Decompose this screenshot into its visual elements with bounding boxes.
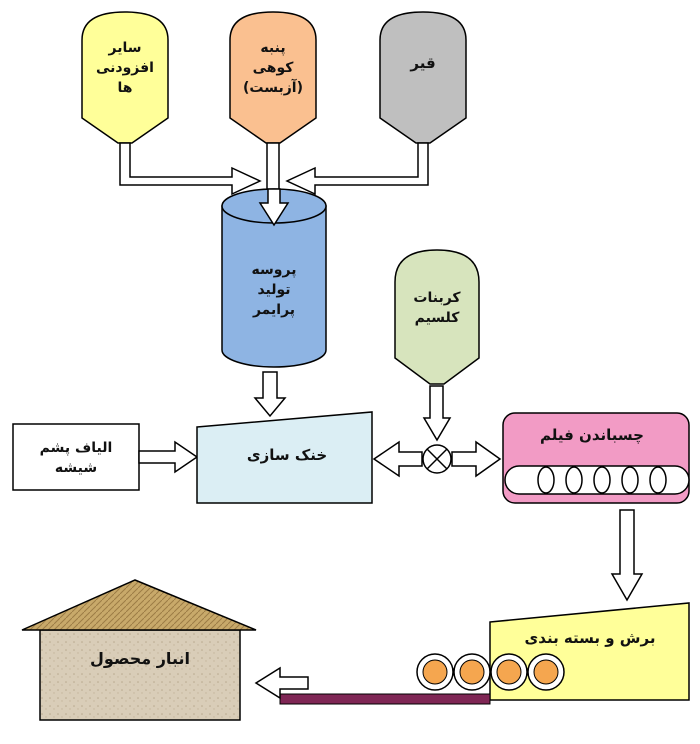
silo-additives-label-1: سایر xyxy=(108,40,142,56)
arrow-film-to-cutting xyxy=(610,509,644,602)
glass-fiber-label-2: شیشه xyxy=(55,460,97,476)
glass-fiber-box: الیاف پشم شیشه xyxy=(12,423,140,491)
production-label-1: پروسه xyxy=(252,262,297,278)
silo-calcium-label-1: کربنات xyxy=(413,290,461,306)
warehouse-wall xyxy=(39,629,241,721)
silo-bitumen-label: قیر xyxy=(409,54,435,72)
production-label-2: تولید xyxy=(257,282,290,298)
silo-asbestos: پنبه کوهی (آزبست) xyxy=(229,11,317,144)
silo-bitumen: قیر xyxy=(379,11,467,144)
glass-fiber-label-1: الیاف پشم xyxy=(40,440,113,456)
mixer-valve-icon xyxy=(422,444,452,474)
warehouse-roof xyxy=(21,579,257,631)
silo-additives: سایر افزودنی ها xyxy=(81,11,169,144)
film-lamination-unit: چسباندن فیلم xyxy=(502,412,690,504)
production-cylinder: پروسه تولید پرایمر xyxy=(221,188,327,368)
silo-additives-label-3: ها xyxy=(118,80,133,96)
silo-calcium-carbonate: کربنات کلسیم xyxy=(394,249,480,385)
silo-calcium-label-2: کلسیم xyxy=(415,310,461,326)
silo-asbestos-label-1: پنبه xyxy=(260,40,285,56)
arrow-bitumen-to-production xyxy=(285,142,429,196)
warehouse-label: انبار محصول xyxy=(90,649,190,668)
arrow-mixer-right xyxy=(451,440,502,478)
arrow-to-warehouse xyxy=(254,666,309,700)
cutting-label: برش و بسته بندی xyxy=(525,629,656,647)
arrow-calcium-to-mixer xyxy=(422,385,452,442)
warehouse-building: انبار محصول xyxy=(21,579,257,721)
arrow-fiber-to-cooling xyxy=(138,440,199,474)
arrow-production-to-cooling xyxy=(253,371,287,418)
arrow-into-cylinder xyxy=(258,188,290,227)
film-label: چسباندن فیلم xyxy=(540,426,644,445)
packaging-rollers xyxy=(416,653,565,691)
arrow-additives-to-production xyxy=(119,142,262,196)
silo-asbestos-label-3: (آزبست) xyxy=(243,78,303,96)
arrow-mixer-left xyxy=(372,440,423,478)
silo-asbestos-label-2: کوهی xyxy=(253,60,295,76)
conveyor-belt xyxy=(279,693,491,705)
production-label-3: پرایمر xyxy=(252,302,295,318)
cooling-unit: خنک سازی xyxy=(196,411,373,504)
silo-additives-label-2: افزودنی xyxy=(96,60,154,76)
cooling-label: خنک سازی xyxy=(247,446,327,464)
